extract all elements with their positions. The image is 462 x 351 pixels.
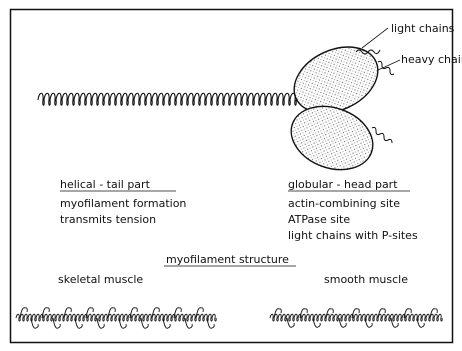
atpase-site-text: ATPase site [288,213,350,226]
leader-light-chains [362,28,388,48]
light-chains-p-sites-text: light chains with P-sites [288,229,418,242]
heavy-chains-label: heavy chains [401,53,462,66]
helical-tail-heading: helical - tail part [60,178,150,191]
figure-border [11,10,453,343]
globular-head-heading: globular - head part [288,178,398,191]
actin-combining-site-text: actin-combining site [288,197,400,210]
smooth-muscle-filament [270,309,442,328]
filament-backbone [270,314,442,321]
transmits-tension-text: transmits tension [60,213,156,226]
myofilament-formation-text: myofilament formation [60,197,186,210]
filament-backbone [16,314,216,321]
smooth-muscle-label: smooth muscle [324,273,408,286]
skeletal-muscle-label: skeletal muscle [58,273,143,286]
skeletal-muscle-filament [16,308,216,329]
globular-head-lower [282,95,381,180]
light-chains-label: light chains [391,22,454,35]
helical-tail-coil [38,93,296,105]
light-chain-lower [372,127,392,143]
myofilament-structure-heading: myofilament structure [166,253,289,266]
